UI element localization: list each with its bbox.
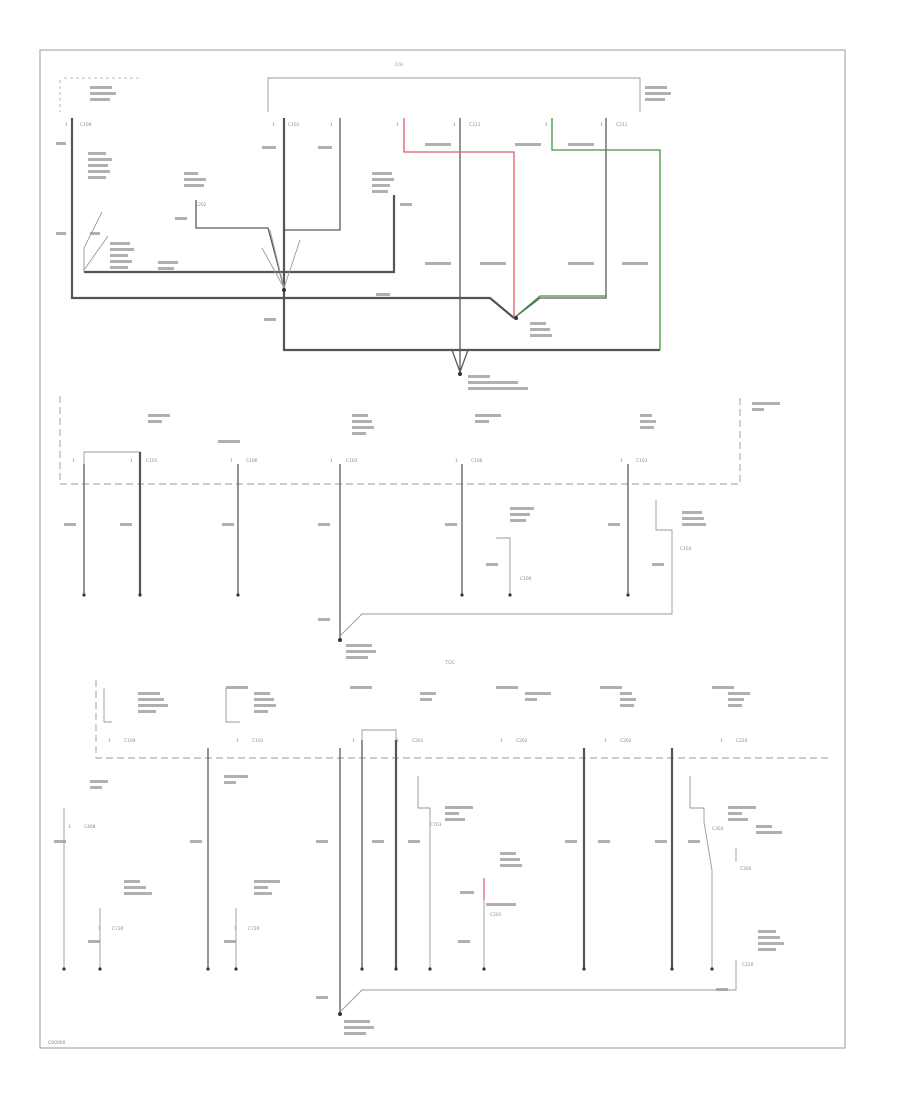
bottom-comp-1 [103,688,112,723]
c202-wire [195,200,285,289]
svg-text:1: 1 [604,738,607,744]
connector-wire [284,195,396,274]
svg-text:1: 1 [720,738,723,744]
svg-text:1: 1 [620,458,623,464]
svg-text:C730: C730 [112,926,124,932]
svg-text:C720: C720 [248,926,260,932]
svg-text:C103: C103 [636,458,648,464]
footer-code: G00000 [48,1040,66,1046]
splice-fan [261,229,301,289]
middle-component-1 [496,537,511,594]
svg-text:1: 1 [396,738,399,744]
svg-text:1: 1 [545,122,548,128]
c211-right-wire [513,118,607,319]
header-code: C/H [395,62,403,68]
svg-text:C408: C408 [84,824,96,830]
svg-text:1: 1 [236,738,239,744]
ground-point-top [458,372,462,376]
svg-text:C101: C101 [288,122,300,128]
svg-text:C202: C202 [516,738,528,744]
svg-text:1: 1 [600,122,603,128]
svg-text:1: 1 [230,458,233,464]
svg-text:1: 1 [72,458,75,464]
svg-text:C211: C211 [616,122,628,128]
svg-text:1: 1 [272,122,275,128]
top-component-box [267,77,641,112]
diagram-frame [39,49,846,1049]
middle-wire-ends [82,593,630,642]
svg-text:1: 1 [500,738,503,744]
svg-text:C202: C202 [195,202,207,208]
bottom-wire-ends [62,967,714,1016]
svg-text:C202: C202 [620,738,632,744]
svg-text:C201: C201 [412,738,424,744]
bottom-label-placeholders [54,686,784,1035]
svg-text:C101: C101 [146,458,158,464]
bottom-section-box [95,680,828,759]
svg-text:1: 1 [455,458,458,464]
svg-text:C201: C201 [490,912,502,918]
svg-text:C106: C106 [520,576,532,582]
svg-text:1: 1 [330,122,333,128]
ground-stub [83,211,109,272]
svg-text:1: 1 [108,738,111,744]
svg-text:1: 1 [65,122,68,128]
svg-text:C101: C101 [252,738,264,744]
bottom-comp-4 [689,776,713,968]
svg-text:C300: C300 [740,866,752,872]
svg-text:1: 1 [352,738,355,744]
middle-component-2 [339,500,673,637]
svg-text:1: 1 [330,458,333,464]
svg-text:C220: C220 [736,738,748,744]
middle-section-box [59,396,741,485]
svg-text:C109: C109 [80,122,92,128]
green-wire [551,118,661,350]
bottom-ground-return [339,960,737,1013]
svg-text:C103: C103 [346,458,358,464]
c101-wire [284,118,341,231]
splice-point [282,288,286,292]
svg-text:1: 1 [453,122,456,128]
svg-text:1: 1 [130,458,133,464]
bottom-connector-bracket [361,729,397,740]
svg-text:1: 1 [396,122,399,128]
bottom-comp-2 [225,688,240,723]
svg-text:C703: C703 [430,822,442,828]
splice-to-ground-wire [284,296,515,319]
middle-label-placeholders [64,402,780,659]
top-left-wire [70,118,284,300]
ground-point-top-right [514,316,518,320]
green-wire-branch [513,295,606,319]
svg-text:1: 1 [68,824,71,830]
svg-text:C106: C106 [471,458,483,464]
svg-text:C220: C220 [742,962,754,968]
svg-text:1: 1 [98,926,101,932]
svg-text:C106: C106 [246,458,258,464]
bottom-comp-3 [417,776,431,968]
svg-text:C211: C211 [469,122,481,128]
svg-text:1: 1 [234,926,237,932]
top-connector-pins: 1 C109 1 C101 1 1 1 C211 1 1 C211 C202 [65,122,628,208]
svg-text:C109: C109 [124,738,136,744]
top-label-placeholders [56,86,671,390]
main-ground-trunk [282,118,660,352]
svg-text:C103: C103 [680,546,692,552]
svg-text:C303: C303 [712,826,724,832]
mid-code: T/2C [444,660,455,666]
red-wire [403,118,515,318]
